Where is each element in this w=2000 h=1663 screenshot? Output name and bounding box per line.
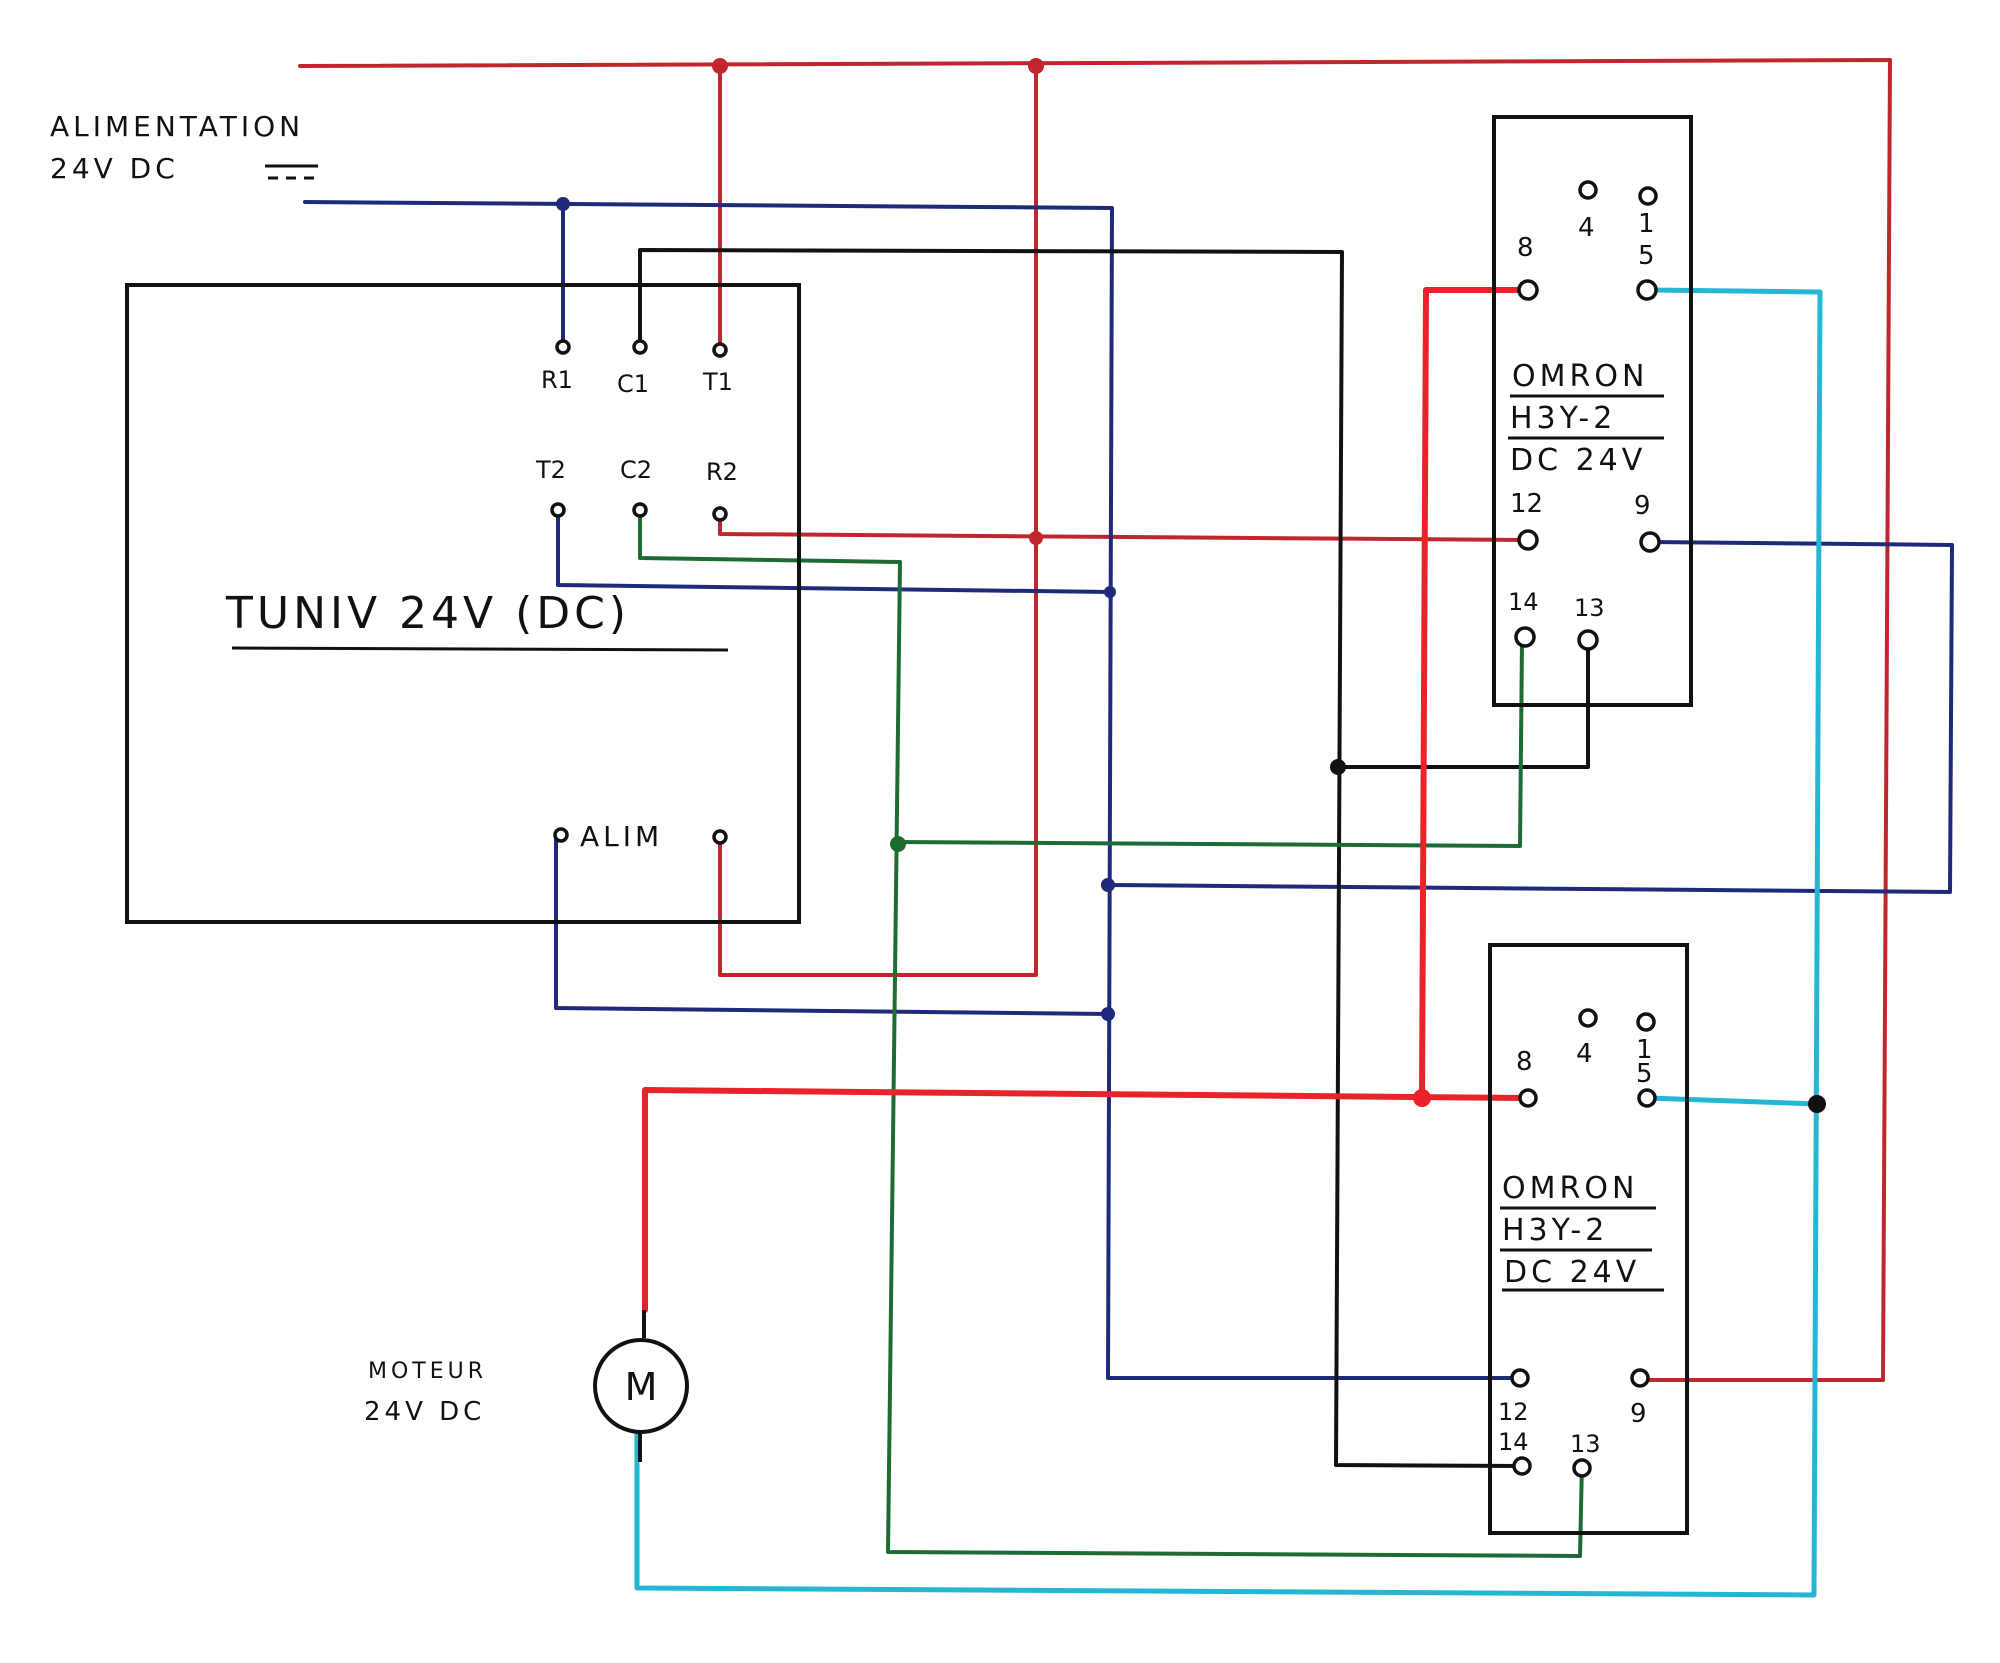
- terminal-t1: [712, 342, 728, 358]
- motor-symbol-letter: M: [625, 1365, 658, 1409]
- relay-top-label-13: 13: [1574, 594, 1605, 622]
- relay-top-label-1: 1: [1638, 209, 1655, 239]
- wire-negative-bus: [303, 200, 1526, 1380]
- relay-bottom-label-12: 12: [1498, 1398, 1529, 1426]
- relay-top-housing: [1492, 115, 1693, 707]
- relay-top-model: H3Y-2: [1510, 401, 1616, 436]
- relay-top-label-14: 14: [1508, 588, 1539, 616]
- relay-top-rating: DC 24V: [1510, 443, 1646, 478]
- motor-symbol-icon: [593, 1338, 689, 1434]
- junction-dot: [1028, 58, 1044, 74]
- relay-bottom: 4 1 5 8 OMRON H3Y-2 DC 24V 12 9 14 13: [1488, 943, 1689, 1535]
- relay-top-label-8: 8: [1517, 233, 1534, 263]
- terminal-label-r2: R2: [706, 458, 738, 486]
- wire-positive-bus: [298, 58, 1892, 1382]
- relay-bottom-label-4: 4: [1576, 1039, 1593, 1069]
- controller-title-underline: [231, 646, 729, 652]
- wire-motor-return: [634, 287, 1823, 1598]
- terminal-label-t1: T1: [702, 368, 733, 396]
- relay-top-label-12: 12: [1510, 489, 1543, 519]
- relay-bottom-brand: OMRON: [1502, 1171, 1638, 1206]
- junction-dot: [890, 836, 906, 852]
- relay-bottom-label-13: 13: [1570, 1430, 1601, 1458]
- wire-pin9-loop: [1106, 540, 1954, 894]
- relay-bottom-rating: DC 24V: [1504, 1255, 1640, 1290]
- relay-bottom-label-5: 5: [1636, 1059, 1653, 1089]
- junction-dot: [1101, 1007, 1115, 1021]
- relay-bottom-pin-12: [1510, 1368, 1530, 1388]
- terminal-label-c1: C1: [617, 370, 649, 398]
- wire-alim-negative: [554, 833, 1110, 1016]
- relay-bottom-pin-13: [1572, 1458, 1592, 1478]
- terminal-alim-negative: [553, 827, 569, 843]
- relay-bottom-pin-14: [1512, 1456, 1532, 1476]
- junction-dot: [556, 197, 570, 211]
- relay-bottom-label-1: 1: [1636, 1035, 1653, 1065]
- relay-top-pin-13: [1577, 629, 1599, 651]
- relay-top-pin-1: [1638, 186, 1658, 206]
- power-supply-voltage: 24V DC: [50, 152, 179, 185]
- terminal-label-r1: R1: [541, 366, 573, 394]
- terminal-alim-positive: [712, 829, 728, 845]
- wire-motor-feed: [642, 1087, 1531, 1313]
- wire-positive-drop: [718, 64, 1038, 977]
- wire-bottom-relay-5: [1644, 1095, 1821, 1107]
- alim-label: ALIM: [580, 820, 663, 853]
- relay-top-pin-5: [1636, 279, 1658, 301]
- relay-top: 4 1 5 8 OMRON H3Y-2 DC 24V 12 9 14 13: [1492, 115, 1693, 707]
- wire-t2: [556, 510, 1112, 594]
- relay-bottom-label-9: 9: [1630, 1399, 1647, 1429]
- relay-bottom-pin-5: [1637, 1088, 1657, 1108]
- relay-top-pin-9: [1639, 531, 1661, 553]
- junction-dot: [1808, 1095, 1826, 1113]
- junction-dot: [1029, 531, 1043, 545]
- relay-bottom-pin-4: [1578, 1008, 1598, 1028]
- motor-voltage: 24V DC: [364, 1397, 485, 1427]
- relay-top-label-9: 9: [1634, 491, 1651, 521]
- power-supply-title: ALIMENTATION: [50, 110, 304, 143]
- relay-bottom-housing: [1488, 943, 1689, 1535]
- power-supply-label: ALIMENTATION 24V DC: [50, 110, 318, 185]
- junction-dot: [1104, 586, 1116, 598]
- relay-top-label-4: 4: [1578, 213, 1595, 243]
- relay-top-pin-14: [1514, 626, 1536, 648]
- junction-dot: [712, 58, 728, 74]
- controller-tuniv: R1 C1 T1 T2 C2 R2 TUNIV 24V (DC) ALIM: [125, 283, 801, 924]
- relay-top-pin-12: [1517, 529, 1539, 551]
- relay-top-pin-8: [1517, 279, 1539, 301]
- wire-top-relay-14: [894, 640, 1524, 848]
- terminal-r2: [712, 506, 728, 522]
- relay-top-brand: OMRON: [1512, 359, 1648, 394]
- relay-bottom-label-14: 14: [1498, 1428, 1529, 1456]
- relay-bottom-pin-8: [1518, 1088, 1538, 1108]
- wire-r2-to-pin12: [718, 516, 1530, 542]
- junction-dot: [1330, 759, 1346, 775]
- motor: M MOTEUR 24V DC: [364, 1310, 689, 1462]
- relay-bottom-pin-9: [1630, 1368, 1650, 1388]
- terminal-t2: [550, 502, 566, 518]
- relay-bottom-model: H3Y-2: [1502, 1213, 1608, 1248]
- controller-housing: [125, 283, 801, 924]
- junction-dot: [1101, 878, 1115, 892]
- relay-bottom-label-8: 8: [1516, 1047, 1533, 1077]
- motor-label: MOTEUR: [368, 1359, 487, 1384]
- wire-c1-common: [638, 248, 1522, 1468]
- junction-dot: [1413, 1089, 1431, 1107]
- wires: [298, 58, 1954, 1598]
- relay-top-pin-4: [1578, 180, 1598, 200]
- relay-bottom-pin-1: [1636, 1012, 1656, 1032]
- terminal-label-t2: T2: [535, 456, 566, 484]
- relay-top-label-5: 5: [1638, 241, 1655, 271]
- wire-c2: [638, 510, 1584, 1558]
- dc-symbol-icon: [265, 164, 318, 180]
- controller-title: TUNIV 24V (DC): [225, 588, 630, 639]
- terminal-label-c2: C2: [620, 456, 652, 484]
- terminal-c1: [632, 339, 648, 355]
- terminal-c2: [632, 502, 648, 518]
- junctions: [556, 58, 1826, 1113]
- terminal-r1: [555, 339, 571, 355]
